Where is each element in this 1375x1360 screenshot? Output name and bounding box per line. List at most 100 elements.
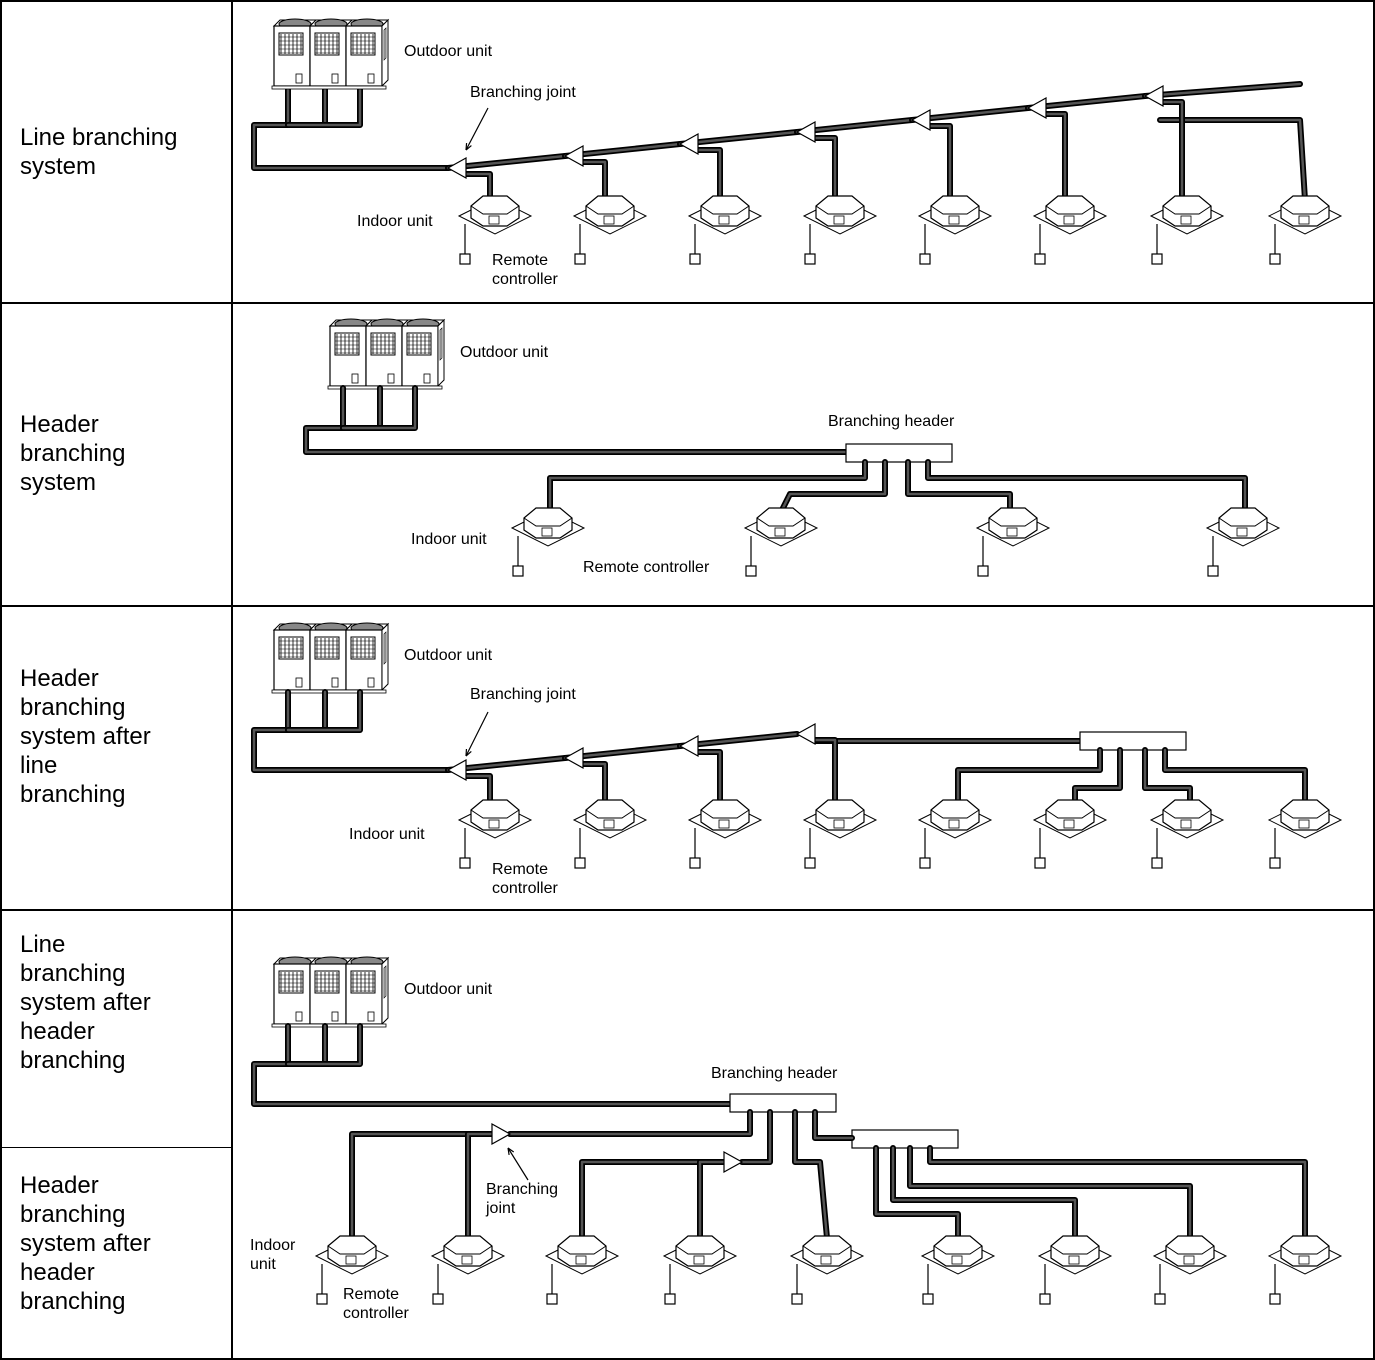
indoor-unit-icon [917, 195, 993, 235]
cassette-body [1162, 195, 1212, 227]
remote-controller-icon [745, 565, 757, 577]
pipe-core [891, 1146, 1077, 1240]
pipe-core [813, 738, 837, 806]
pipe-core [908, 1146, 1192, 1240]
refrigerant-pipe [739, 1109, 773, 1165]
pipe-core [1143, 82, 1302, 98]
outdoor-unit-icon [271, 18, 390, 90]
pipe-outline [547, 459, 868, 517]
branching-header-label: Branching header [711, 1065, 838, 1082]
pipe-core [580, 1160, 727, 1240]
outdoor-base [271, 1023, 387, 1028]
refrigerant-pipe [251, 689, 451, 773]
pipe-outline [812, 737, 838, 807]
refrigerant-pipe [445, 755, 568, 773]
outdoor-side-grille [383, 631, 387, 665]
row-label-line-after-header: Line branching system after header branc… [20, 931, 151, 1074]
indoor-unit-label: Indoor unit [357, 213, 433, 230]
row-divider-4-partial [0, 1147, 233, 1148]
refrigerant-pipe [1072, 747, 1123, 807]
leader-arrow [507, 1147, 529, 1181]
pipe-core [678, 732, 799, 748]
pipe-core [874, 1146, 960, 1240]
cassette-body [1218, 507, 1268, 539]
cassette-body [988, 507, 1038, 539]
pipe-core [341, 386, 417, 430]
refrigerant-pipe [562, 743, 683, 761]
cassette-body [327, 1235, 377, 1267]
cassette-grille [948, 215, 960, 225]
refrigerant-pipe [677, 731, 800, 749]
indoor-unit-icon [1267, 799, 1343, 839]
pipe-outline [695, 147, 723, 203]
refrigerant-pipe [695, 147, 723, 203]
table-border-right [1373, 0, 1375, 1360]
cassette-grille [488, 819, 500, 829]
cassette-edge [1218, 517, 1268, 527]
cassette-grille [603, 819, 615, 829]
outdoor-unit-label: Outdoor unit [460, 344, 549, 361]
cassette-edge [470, 809, 520, 819]
refrigerant-pipe [794, 117, 915, 135]
row-label-header-branching: Header branching system [20, 411, 126, 496]
service-panel [295, 677, 303, 688]
indoor-unit-label: Indoor unit [411, 531, 487, 548]
cassette-edge [523, 517, 573, 527]
refrigerant-pipe [1142, 747, 1193, 807]
pipe-core [1044, 112, 1067, 202]
refrigerant-pipe [547, 459, 868, 517]
cassette-edge [933, 1245, 983, 1255]
branching-joint-label: Branching joint [470, 686, 576, 703]
pipe-core [508, 1110, 752, 1136]
indoor-unit-label: Indoor unit [250, 1237, 296, 1273]
service-panel [331, 677, 339, 688]
outdoor-grille [350, 970, 376, 994]
refrigerant-pipe [251, 83, 451, 171]
branching-header-label: Branching header [828, 413, 955, 430]
pipe-core [286, 690, 362, 732]
refrigerant-pipe [463, 773, 493, 807]
refrigerant-pipe [812, 135, 838, 203]
refrigerant-pipe [562, 141, 683, 159]
indoor-unit-icon [920, 1235, 996, 1275]
remote-controller-icon [1207, 565, 1219, 577]
remote-controller-label: Remote controller [583, 559, 710, 576]
pipe-core [956, 748, 1102, 806]
cassette-body [930, 195, 980, 227]
cassette-body [1280, 1235, 1330, 1267]
cassette-edge [585, 205, 635, 215]
pipe-core [446, 756, 567, 772]
service-panel [351, 373, 359, 384]
cassette-edge [1280, 809, 1330, 819]
pipe-core [740, 1110, 772, 1164]
indoor-unit-icon [1032, 195, 1108, 235]
cassette-grille [1183, 1255, 1195, 1265]
cassette-body [443, 1235, 493, 1267]
refrigerant-pipe [1160, 99, 1185, 203]
indoor-unit-icon [687, 195, 763, 235]
cassette-body [1162, 799, 1212, 831]
refrigerant-pipe [580, 761, 608, 807]
pipe-outline [955, 747, 1103, 807]
remote-controller-icon [664, 1293, 676, 1305]
cassette-edge [1050, 1245, 1100, 1255]
pipe-outline [777, 459, 888, 517]
cassette-body [470, 799, 520, 831]
indoor-unit-icon [544, 1235, 620, 1275]
cassette-edge [700, 809, 750, 819]
pipe-outline [905, 459, 1013, 517]
remote-controller-icon [459, 857, 471, 869]
refrigerant-pipe [927, 123, 953, 203]
outdoor-side-grille [439, 327, 443, 361]
cassette-grille [461, 1255, 473, 1265]
indoor-unit-icon [1037, 1235, 1113, 1275]
indoor-unit-icon [1032, 799, 1108, 839]
refrigerant-pipe [925, 459, 1248, 517]
indoor-unit-icon [572, 799, 648, 839]
pipe-core [286, 84, 362, 127]
pipe-outline [580, 761, 608, 807]
cassette-edge [675, 1245, 725, 1255]
branching-joint-icon [1143, 84, 1164, 108]
refrigerant-pipe [1162, 747, 1308, 807]
